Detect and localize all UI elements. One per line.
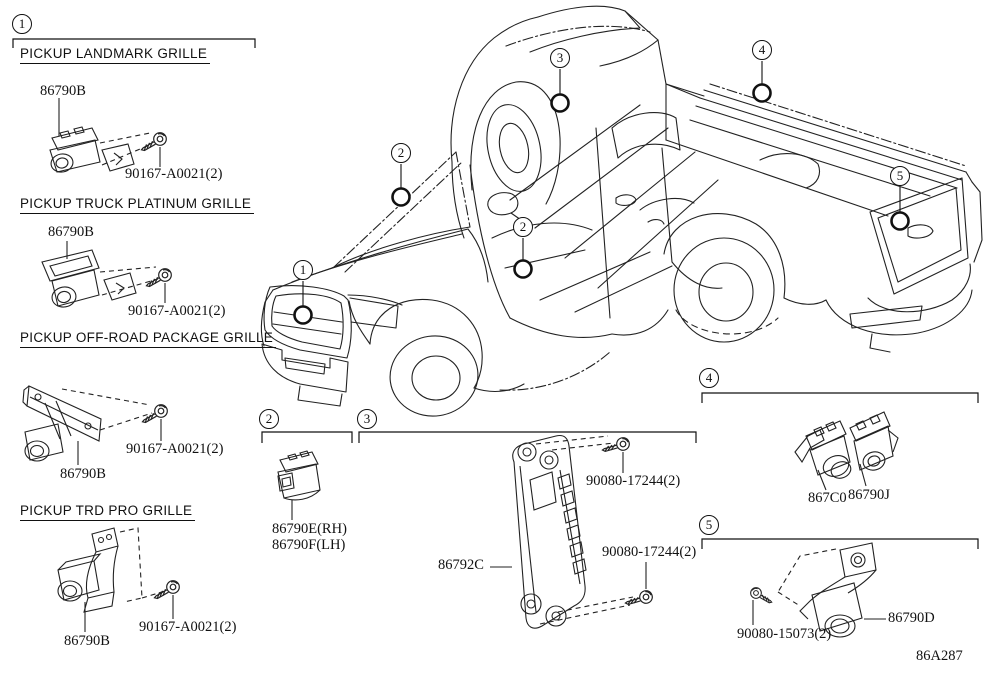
location-marker-4[interactable] [752, 61, 772, 103]
section-bracket-5 [701, 538, 979, 549]
screw-90167-offroad [141, 404, 168, 441]
screw-90080-17244-lower [624, 562, 655, 611]
callout-3-truck[interactable]: 3 [550, 48, 570, 68]
callout-5-section[interactable]: 5 [699, 515, 719, 535]
part-label-86790b-platinum[interactable]: 86790B [48, 224, 94, 240]
section-title-platinum: PICKUP TRUCK PLATINUM GRILLE [20, 196, 255, 214]
location-marker-2a[interactable] [391, 164, 411, 207]
screw-90167-trdpro [153, 580, 180, 619]
part-label-90167-landmark[interactable]: 90167-A0021(2) [125, 166, 223, 182]
callout-1-section[interactable]: 1 [12, 14, 32, 34]
section-bracket-2 [261, 431, 353, 443]
camera-86790b-trdpro [57, 527, 166, 632]
part-label-90080-17244-upper[interactable]: 90080-17244(2) [586, 473, 681, 489]
callout-2-truck-mirror[interactable]: 2 [513, 217, 533, 237]
section-title-offroad: PICKUP OFF-ROAD PACKAGE GRILLE [20, 330, 277, 348]
control-module-86792c [490, 434, 634, 629]
part-label-90080-17244-lower[interactable]: 90080-17244(2) [602, 544, 697, 560]
callout-2-truck-windshield[interactable]: 2 [391, 143, 411, 163]
camera-86790j [849, 411, 899, 487]
section-title-landmark: PICKUP LANDMARK GRILLE [20, 46, 211, 64]
truck-illustration [260, 5, 983, 417]
callout-1-truck[interactable]: 1 [293, 260, 313, 280]
part-label-90167-platinum[interactable]: 90167-A0021(2) [128, 303, 226, 319]
part-label-86790f-lh[interactable]: 86790F(LH) [272, 537, 346, 553]
location-marker-3[interactable] [550, 69, 570, 113]
part-label-86790j[interactable]: 86790J [848, 487, 890, 503]
camera-86790b-platinum [41, 241, 159, 308]
part-label-86790b-landmark[interactable]: 86790B [40, 83, 86, 99]
part-label-86790b-trdpro[interactable]: 86790B [64, 633, 110, 649]
part-label-90080-15073[interactable]: 90080-15073(2) [737, 626, 832, 642]
camera-86790b-offroad [22, 385, 153, 465]
section-bracket-1 [12, 38, 256, 48]
location-marker-2b[interactable] [513, 238, 533, 279]
part-label-867c0[interactable]: 867C0 [808, 490, 847, 506]
part-label-86790d[interactable]: 86790D [888, 610, 935, 626]
section-bracket-3 [358, 431, 697, 443]
camera-867c0 [794, 420, 852, 491]
screw-90167-platinum [145, 268, 172, 303]
camera-86790b-landmark [49, 98, 153, 173]
callout-5-truck[interactable]: 5 [890, 166, 910, 186]
location-marker-1[interactable] [293, 281, 313, 325]
callout-3-section[interactable]: 3 [357, 409, 377, 429]
screw-90167-landmark [140, 132, 167, 167]
diagram-code: 86A287 [916, 648, 963, 664]
callout-4-section[interactable]: 4 [699, 368, 719, 388]
location-marker-5[interactable] [890, 187, 910, 231]
section-bracket-4 [701, 392, 979, 403]
screw-90080-17244-upper [601, 432, 632, 473]
part-label-90167-trdpro[interactable]: 90167-A0021(2) [139, 619, 237, 635]
camera-86790ef [277, 450, 321, 520]
part-label-90167-offroad[interactable]: 90167-A0021(2) [126, 441, 224, 457]
callout-4-truck[interactable]: 4 [752, 40, 772, 60]
callout-2-section[interactable]: 2 [259, 409, 279, 429]
section-title-trdpro: PICKUP TRD PRO GRILLE [20, 503, 196, 521]
part-label-86790b-offroad[interactable]: 86790B [60, 466, 106, 482]
part-label-86792c[interactable]: 86792C [438, 557, 484, 573]
camera-86790d [777, 542, 886, 638]
screw-90080-15073 [750, 587, 773, 625]
part-label-86790e-rh[interactable]: 86790E(RH) [272, 521, 347, 537]
